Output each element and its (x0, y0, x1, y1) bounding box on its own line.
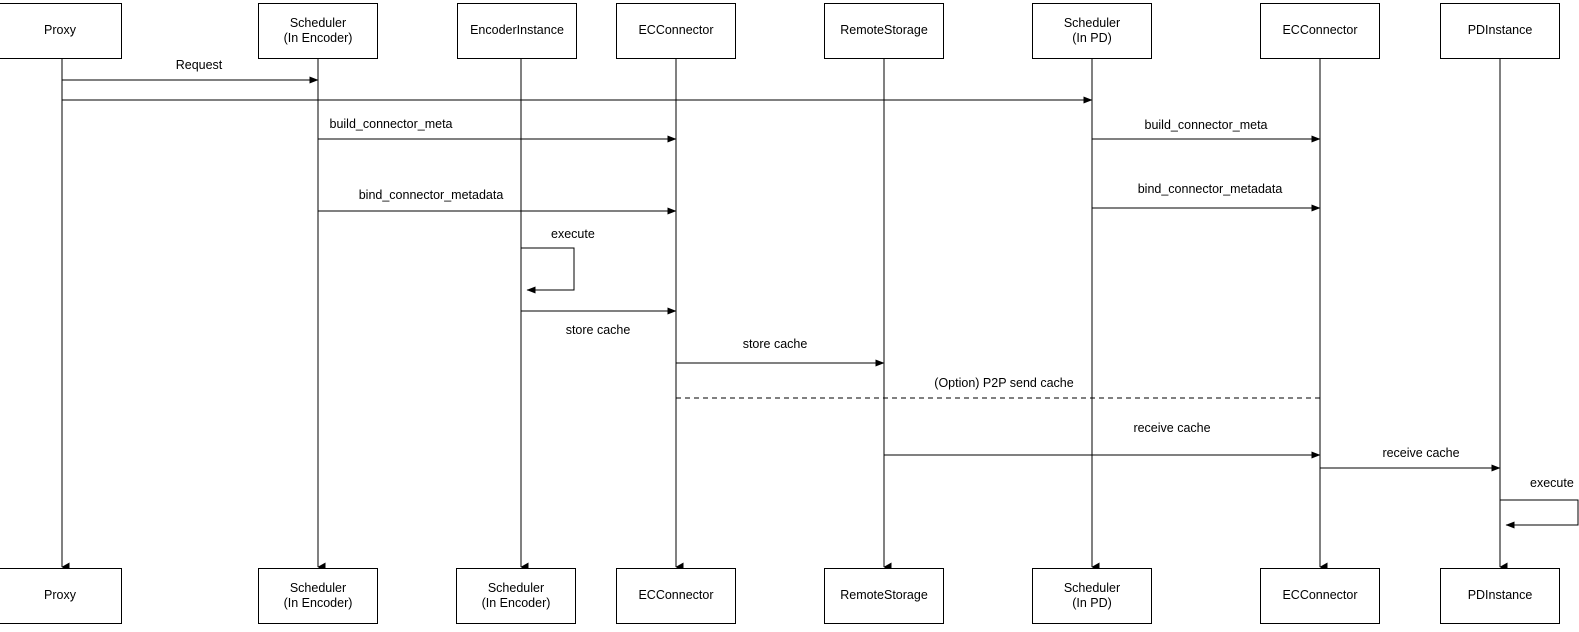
participant-box-proxy_b[interactable]: Proxy (0, 568, 122, 624)
participant-label-line2: (In Encoder) (283, 596, 353, 610)
participant-box-sched_enc_b[interactable]: Scheduler(In Encoder) (258, 568, 378, 624)
self-message-loop (521, 247, 575, 294)
participant-label-line1: ECConnector (1282, 588, 1358, 603)
participant-box-proxy[interactable]: Proxy (0, 3, 122, 59)
self-message-label-s1: execute (551, 227, 595, 241)
participant-box-sched_enc_b2[interactable]: Scheduler(In Encoder) (456, 568, 576, 624)
self-message-loop (1500, 499, 1579, 529)
participant-label-line1: Scheduler (1063, 15, 1121, 30)
participant-label: EncoderInstance (470, 23, 564, 38)
participant-box-ecconnector_l_b[interactable]: ECConnector (616, 568, 736, 624)
participant-label-line2: (In Encoder) (283, 31, 353, 45)
participant-label-line2: (In PD) (1072, 596, 1112, 610)
participant-label: ECConnector (1282, 588, 1357, 603)
message-label-m10: receive cache (1133, 421, 1211, 435)
participant-box-sched_pd_b[interactable]: Scheduler(In PD) (1032, 568, 1152, 624)
participant-label-line1: Proxy (44, 23, 76, 38)
participant-label: ECConnector (1282, 23, 1357, 38)
participant-label-line1: ECConnector (638, 23, 714, 38)
participant-box-remotestorage_b[interactable]: RemoteStorage (824, 568, 944, 624)
participant-box-ecconnector_r[interactable]: ECConnector (1260, 3, 1380, 59)
participant-box-ecconnector_l[interactable]: ECConnector (616, 3, 736, 59)
message-label-m8: store cache (742, 337, 808, 351)
participant-label-line2: (In Encoder) (481, 596, 551, 610)
participant-label: ECConnector (638, 23, 713, 38)
participant-label-line1: Scheduler (487, 580, 545, 595)
message-label-m4: build_connector_meta (1144, 118, 1268, 132)
participant-label: Scheduler(In PD) (1064, 581, 1120, 612)
participant-label-line1: Proxy (44, 588, 76, 603)
participant-box-sched_pd[interactable]: Scheduler(In PD) (1032, 3, 1152, 59)
lifelines-group (61, 59, 1501, 567)
messages-group (62, 76, 1501, 472)
participant-label: RemoteStorage (840, 588, 928, 603)
participant-label-line1: ECConnector (638, 588, 714, 603)
message-label-m9: (Option) P2P send cache (934, 376, 1074, 390)
participant-label: PDInstance (1468, 588, 1533, 603)
participant-label-line1: Scheduler (289, 580, 347, 595)
participant-label-line1: EncoderInstance (470, 23, 564, 38)
participant-label-line1: PDInstance (1467, 588, 1533, 603)
participant-box-remotestorage[interactable]: RemoteStorage (824, 3, 944, 59)
self-message-label-s2: execute (1530, 476, 1574, 490)
participant-label: Scheduler(In Encoder) (284, 16, 353, 47)
participant-label-line1: ECConnector (1282, 23, 1358, 38)
message-label-m7: store cache (565, 323, 631, 337)
participant-box-encoder_inst[interactable]: EncoderInstance (457, 3, 577, 59)
participant-label: RemoteStorage (840, 23, 928, 38)
participant-label-line1: PDInstance (1467, 23, 1533, 38)
participant-label-line2: (In PD) (1072, 31, 1112, 45)
participant-label-line1: RemoteStorage (840, 588, 928, 603)
participant-label: Scheduler(In PD) (1064, 16, 1120, 47)
participant-box-ecconnector_r_b[interactable]: ECConnector (1260, 568, 1380, 624)
participant-label: Scheduler(In Encoder) (482, 581, 551, 612)
message-label-m1: Request (175, 58, 223, 72)
participant-label: Proxy (44, 23, 76, 38)
participant-label: Scheduler(In Encoder) (284, 581, 353, 612)
participant-label: PDInstance (1468, 23, 1533, 38)
participant-box-sched_enc[interactable]: Scheduler(In Encoder) (258, 3, 378, 59)
lifeline-terminators-group (61, 555, 1508, 572)
participant-box-pdinstance_b[interactable]: PDInstance (1440, 568, 1560, 624)
participant-label: Proxy (44, 588, 76, 603)
message-label-m3: build_connector_meta (329, 117, 453, 131)
participant-label-line1: Scheduler (289, 15, 347, 30)
message-label-m6: bind_connector_metadata (1137, 182, 1283, 196)
participant-label-line1: RemoteStorage (840, 23, 928, 38)
participant-label-line1: Scheduler (1063, 580, 1121, 595)
participant-box-pdinstance[interactable]: PDInstance (1440, 3, 1560, 59)
message-label-m11: receive cache (1382, 446, 1460, 460)
message-label-m5: bind_connector_metadata (358, 188, 504, 202)
participant-label: ECConnector (638, 588, 713, 603)
